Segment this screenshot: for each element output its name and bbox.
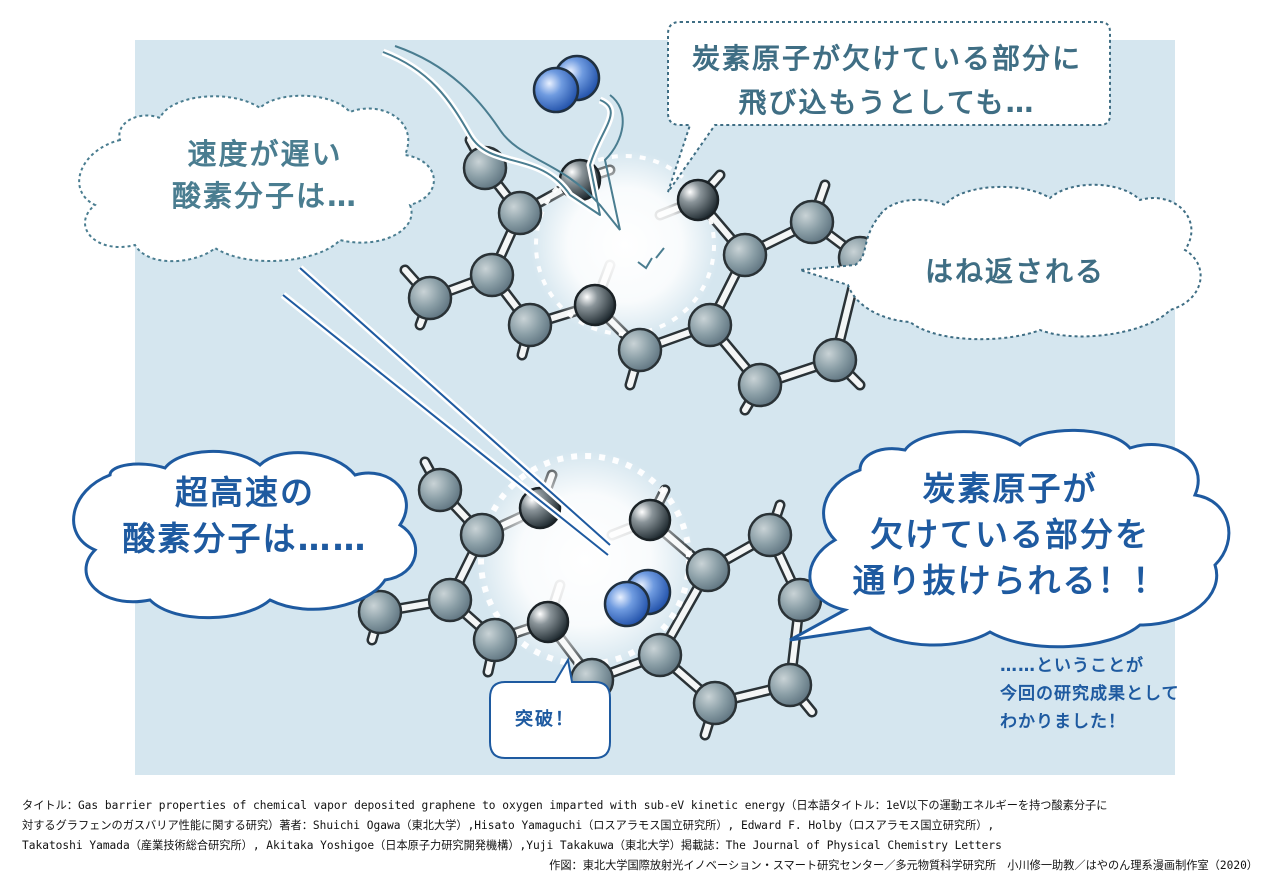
fast-oxygen-text: 超高速の 酸素分子は…… (122, 473, 368, 558)
carbon-atom (617, 327, 663, 373)
breakthrough-bubble (489, 657, 611, 759)
carbon-atom (407, 275, 453, 321)
carbon-atom (722, 232, 768, 278)
carbon-atom (687, 302, 733, 348)
result-text: ……ということが 今回の研究成果として わかりました！ (1000, 656, 1180, 732)
edge-carbon-atom (518, 486, 562, 530)
carbon-atom (469, 252, 515, 298)
credits-line-2: 対するグラフェンのガスバリア性能に関する研究）著者：Shuichi Ogawa（… (22, 819, 995, 832)
slow-oxygen-text: 速度が遅い 酸素分子は… (171, 137, 358, 213)
carbon-atom (812, 337, 858, 383)
atom-layer (357, 145, 883, 726)
bounce-bubble (799, 183, 1202, 341)
fast-oxygen-bubble (72, 449, 418, 620)
carbon-atom (767, 662, 813, 708)
carbon-atom (789, 199, 835, 245)
carbon-atom (427, 577, 473, 623)
jump-bubble (667, 21, 1111, 193)
bounce-marks-icon (637, 247, 665, 270)
edge-carbon-atom (526, 600, 570, 644)
breakthrough-text: 突破！ (515, 709, 575, 730)
carbon-atom (737, 362, 783, 408)
credits-line-1: タイトル：Gas barrier properties of chemical … (22, 799, 1108, 812)
fast-oxygen-trail (280, 265, 613, 558)
bounce-text: はね返される (924, 255, 1105, 288)
carbon-atom (692, 680, 738, 726)
carbon-atom (637, 632, 683, 678)
carbon-atom (685, 547, 731, 593)
carbon-atom (357, 589, 403, 635)
carbon-atom (507, 302, 553, 348)
vacancy-ring (534, 154, 716, 336)
carbon-atom (497, 190, 543, 236)
carbon-atom (459, 512, 505, 558)
carbon-atom (417, 467, 463, 513)
credits: タイトル：Gas barrier properties of chemical … (22, 796, 1262, 876)
slow-oxygen-trail-outline (382, 51, 612, 216)
edge-carbon-atom (628, 498, 672, 542)
edge-carbon-atom (676, 178, 720, 222)
fast-oxygen-molecule (603, 568, 672, 628)
credits-line-3: Takatoshi Yamada（産業技術総合研究所）, Akitaka Yos… (22, 839, 1002, 852)
carbon-atom (472, 617, 518, 663)
credits-line-4: 作図：東北大学国際放射光イノベーション・スマート研究センター／多元物質科学研究所… (549, 859, 1258, 872)
slow-oxygen-molecule (532, 54, 601, 114)
carbon-atom (747, 512, 793, 558)
slow-oxygen-trail-line (394, 45, 624, 231)
pass-through-text: 炭素原子が 欠けている部分を 通り抜けられる！！ (852, 469, 1168, 600)
slow-oxygen-bubble (78, 94, 435, 263)
edge-carbon-atom (573, 283, 617, 327)
pass-through-bubble (789, 428, 1231, 649)
jump-text: 炭素原子が欠けている部分に 飛び込もうとしても… (691, 42, 1082, 119)
